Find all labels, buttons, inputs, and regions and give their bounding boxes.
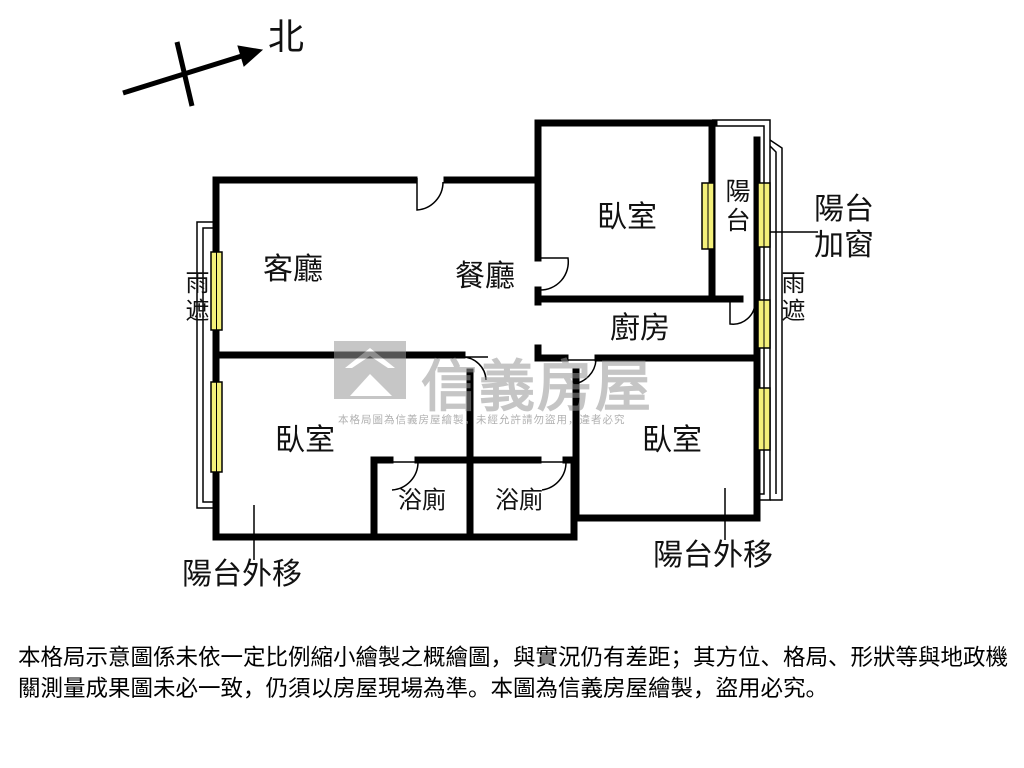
room-kitchen: 廚房 <box>610 311 670 346</box>
balcony-moved-right: 陽台外移 <box>653 538 773 573</box>
room-bedroom-left: 臥室 <box>275 423 335 458</box>
rain-cover-right: 雨遮 <box>777 270 805 326</box>
balcony-moved-left: 陽台外移 <box>182 557 302 592</box>
window-mullions <box>216 183 765 472</box>
rain-cover-right-outline <box>712 119 783 501</box>
rain-cover-left-outline <box>196 221 215 509</box>
room-bathroom-left: 浴廁 <box>398 486 446 514</box>
compass-north-label: 北 <box>268 17 305 58</box>
door-right-bedroom <box>568 359 597 385</box>
floor-plan-drawing <box>122 41 818 560</box>
walls <box>212 119 761 541</box>
compass-arrow-icon <box>122 41 264 107</box>
rain-cover-left: 雨遮 <box>181 270 209 326</box>
room-balcony: 陽台 <box>722 178 751 236</box>
room-bedroom-right: 臥室 <box>642 423 702 458</box>
watermark-notice: 本格局圖為信義房屋繪製，未經允許請勿盜用，違者必究 <box>338 414 626 426</box>
door-bath-right <box>538 461 567 491</box>
leader-lines <box>253 231 818 560</box>
disclaimer-text: 本格局示意圖係未依一定比例縮小繪製之概繪圖，與實況仍有差距；其方位、格局、形狀等… <box>18 645 1009 702</box>
door-bedroom-top <box>539 257 570 291</box>
room-balcony-window: 陽台 加窗 <box>814 192 874 263</box>
watermark-brand: 信義房屋 <box>421 355 653 420</box>
door-kitchen <box>729 300 756 325</box>
door-left-bedroom <box>461 356 488 381</box>
doors <box>390 178 756 491</box>
watermark-logo-icon <box>334 341 406 399</box>
room-bedroom-top: 臥室 <box>597 200 657 235</box>
room-dining: 餐廳 <box>455 259 515 294</box>
door-bath-left <box>390 461 419 491</box>
door-entrance <box>416 178 444 211</box>
room-living: 客廳 <box>263 252 323 287</box>
room-bathroom-right: 浴廁 <box>495 486 543 514</box>
